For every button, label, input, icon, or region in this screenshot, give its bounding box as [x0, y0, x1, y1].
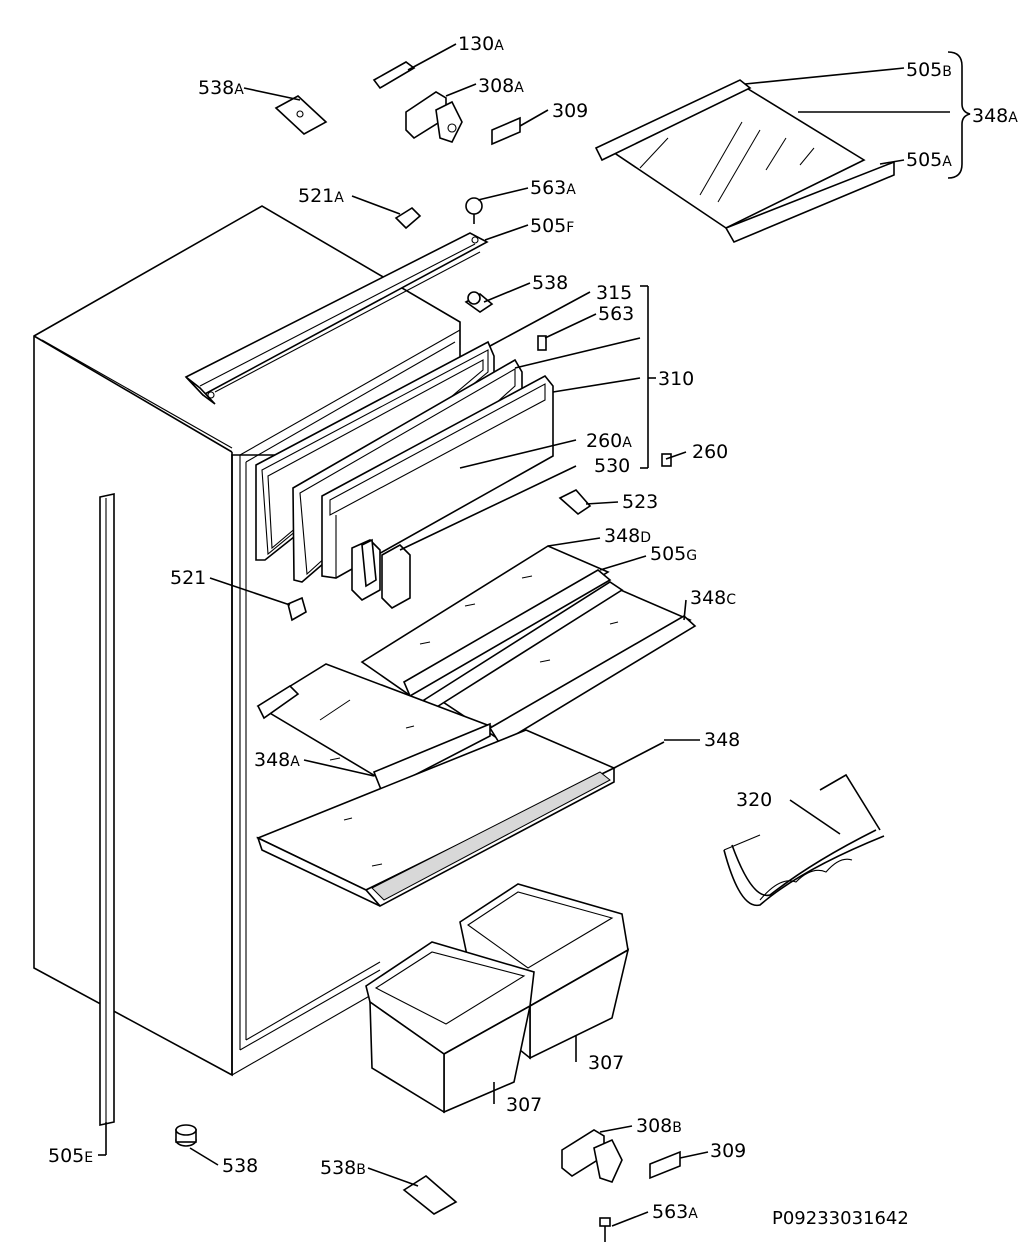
label-260: 260 [692, 441, 728, 463]
label-505B: 505B [906, 59, 952, 81]
label-538-top: 538 [532, 272, 568, 294]
label-538-bottom: 538 [222, 1155, 258, 1177]
leader-lines [105, 43, 971, 1227]
label-315: 315 [596, 282, 632, 304]
label-505E: 505E [48, 1145, 93, 1167]
label-563A-top: 563A [530, 177, 576, 199]
foot-538-bottom [175, 1124, 197, 1147]
pin-538-top [464, 291, 494, 313]
drawing-code: P09233031642 [772, 1208, 909, 1229]
screw-563 [537, 335, 547, 351]
glass-shelf-348D [360, 545, 612, 698]
glass-shelf-348C [422, 581, 697, 746]
label-530: 530 [594, 455, 630, 477]
glass-shelf-348A-top [594, 79, 895, 244]
label-563: 563 [598, 303, 634, 325]
freezer-door-assembly-310 [255, 340, 554, 609]
label-309-bottom: 309 [710, 1140, 746, 1162]
hinge-bracket-538A [274, 95, 328, 135]
top-cover-plate-505F [184, 232, 489, 405]
label-320: 320 [736, 789, 772, 811]
label-310: 310 [658, 368, 694, 390]
label-505G: 505G [650, 543, 697, 565]
bottle-rack-320 [723, 773, 885, 907]
hinge-bracket-538B [402, 1175, 458, 1215]
cover-309-bottom [649, 1150, 681, 1180]
label-505F: 505F [530, 215, 574, 237]
screw-563A-bottom [599, 1217, 611, 1242]
label-538B: 538B [320, 1157, 366, 1179]
clip-260 [661, 453, 672, 467]
plug-521A [394, 206, 422, 230]
label-260A: 260A [586, 430, 632, 452]
label-309-top: 309 [552, 100, 588, 122]
glass-shelf-348 [256, 729, 616, 908]
label-523: 523 [622, 491, 658, 513]
label-307-front: 307 [506, 1094, 542, 1116]
label-521A: 521A [298, 185, 344, 207]
label-505A: 505A [906, 149, 952, 171]
label-348: 348 [704, 729, 740, 751]
screw-563A-top [465, 197, 483, 224]
door-bin-307-front [365, 941, 535, 1114]
label-308B: 308B [636, 1115, 682, 1137]
label-521: 521 [170, 567, 206, 589]
glass-shelf-348A-middle [256, 663, 492, 794]
handle-523 [558, 489, 592, 516]
hinge-308B [561, 1129, 623, 1183]
label-348A-middle: 348A [254, 749, 300, 771]
label-348A-top: 348A [972, 105, 1018, 127]
label-307-rear: 307 [588, 1052, 624, 1074]
label-130A: 130A [458, 33, 504, 55]
label-348C: 348C [690, 587, 736, 609]
hinge-308A [405, 91, 463, 143]
label-538A: 538A [198, 77, 244, 99]
label-563A-bottom: 563A [652, 1201, 698, 1223]
cover-309-top [491, 116, 521, 146]
label-308A: 308A [478, 75, 524, 97]
plug-521 [287, 596, 307, 622]
door-seal-strip-505E [99, 493, 115, 1126]
hinge-cover-130A [372, 61, 416, 90]
label-348D: 348D [604, 525, 651, 547]
part-labels: 130A 538A 308A 309 505B 348A 505A 521A 5… [48, 33, 1018, 1229]
